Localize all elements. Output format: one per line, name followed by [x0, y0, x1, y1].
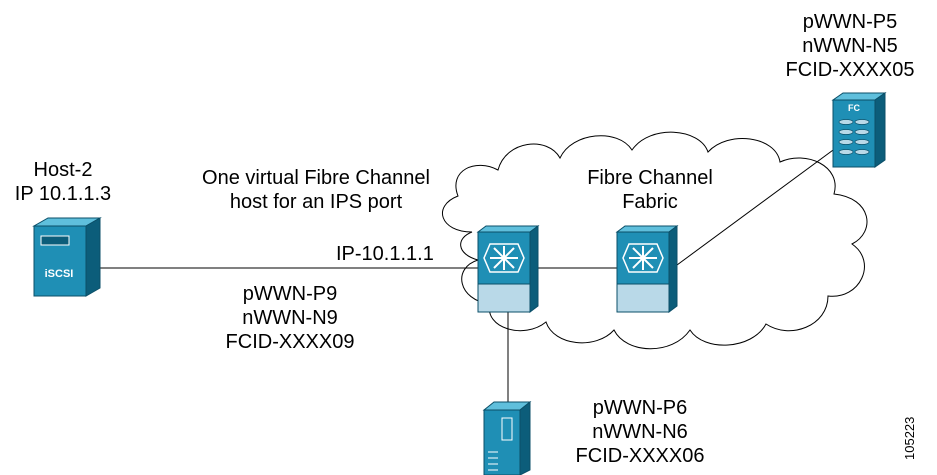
storage-bottom-pwwn: pWWN-P6 — [592, 397, 688, 419]
ips-port-ip-label: IP-10.1.1.1 — [336, 243, 434, 265]
host-label: Host-2 IP 10.1.1.3 — [8, 158, 118, 206]
storage-top-fcid: FCID-XXXX05 — [785, 59, 915, 81]
iscsi-host-icon: iSCSI — [32, 217, 102, 297]
storage-top-pwwn: pWWN-P5 — [802, 11, 898, 33]
host-name: Host-2 — [33, 159, 93, 181]
fabric-label-line2: Fabric — [622, 191, 678, 213]
storage-top-ids: pWWN-P5 nWWN-N5 FCID-XXXX05 — [770, 10, 930, 82]
fabric-label: Fibre Channel Fabric — [560, 166, 740, 214]
virtual-host-pwwn: pWWN-P9 — [242, 283, 338, 305]
storage-bottom-ids: pWWN-P6 nWWN-N6 FCID-XXXX06 — [560, 396, 720, 468]
iscsi-device-label: iSCSI — [45, 268, 74, 280]
fabric-switch-icon — [615, 225, 679, 313]
virtual-host-note-line2: host for an IPS port — [229, 191, 403, 213]
storage-top-nwwn: nWWN-N5 — [802, 35, 898, 57]
virtual-host-fcid: FCID-XXXX09 — [225, 331, 355, 353]
fc-storage-icon: FC — [831, 92, 887, 168]
host-ip: IP 10.1.1.3 — [14, 183, 112, 205]
virtual-host-note: One virtual Fibre Channel host for an IP… — [166, 166, 466, 214]
virtual-host-note-line1: One virtual Fibre Channel — [202, 167, 430, 189]
link-switch-to-fc-storage — [676, 141, 845, 266]
fabric-label-line1: Fibre Channel — [587, 167, 713, 189]
storage-server-icon — [482, 400, 532, 475]
storage-bottom-fcid: FCID-XXXX06 — [575, 445, 705, 467]
figure-id: 105223 — [902, 416, 917, 460]
virtual-host-ids: pWWN-P9 nWWN-N9 FCID-XXXX09 — [190, 282, 390, 354]
fc-device-label: FC — [848, 103, 860, 113]
ips-switch-icon — [476, 225, 540, 313]
storage-bottom-nwwn: nWWN-N6 — [592, 421, 688, 443]
virtual-host-nwwn: nWWN-N9 — [242, 307, 338, 329]
